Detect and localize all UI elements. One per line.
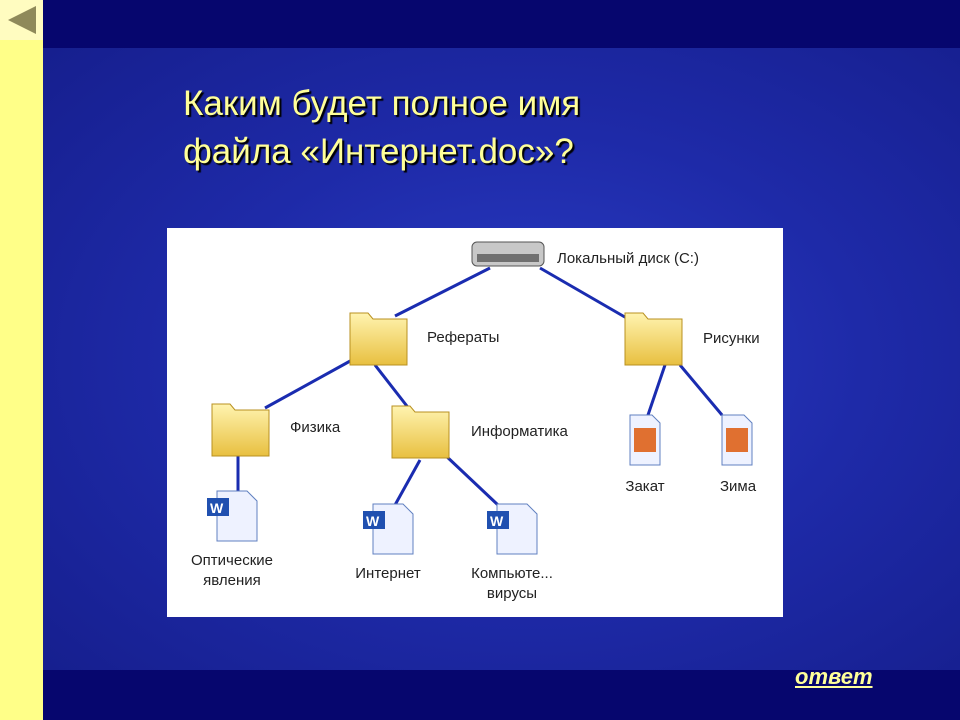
- answer-link[interactable]: ответ: [795, 664, 873, 689]
- drive-icon: [471, 241, 545, 267]
- svg-text:W: W: [366, 513, 380, 529]
- folder-tree-diagram: W W W Локальный диск (C:) Рефераты Рисун…: [167, 228, 783, 617]
- top-band: [43, 0, 960, 48]
- folder-label-informatika: Информатика: [471, 423, 568, 440]
- folder-icon: [391, 405, 450, 459]
- title-line-2: файла «Интернет.doc»?: [183, 132, 574, 171]
- folder-label-risunki: Рисунки: [703, 330, 760, 347]
- word-doc-icon: W: [487, 503, 538, 555]
- image-file-icon: [629, 414, 661, 466]
- word-doc-icon: W: [207, 490, 258, 542]
- left-bar: [0, 40, 43, 720]
- drive-label: Локальный диск (C:): [557, 250, 699, 267]
- triangle-left-icon: [8, 6, 36, 34]
- folder-icon: [349, 312, 408, 366]
- folder-label-referaty: Рефераты: [427, 329, 500, 346]
- file-label-line: вирусы: [486, 585, 538, 602]
- bottom-band: [43, 670, 960, 720]
- image-file-icon: [721, 414, 753, 466]
- svg-text:W: W: [210, 500, 224, 516]
- word-doc-icon: W: [363, 503, 414, 555]
- title-line-1: Каким будет полное имя: [183, 84, 581, 123]
- file-label-line: явления: [203, 572, 261, 589]
- file-label-line: Компьюте...: [471, 565, 553, 582]
- file-label-zima: Зима: [719, 478, 757, 495]
- file-label-line: Оптические: [191, 552, 273, 569]
- file-label-optics: Оптические явления: [177, 551, 287, 591]
- folder-icon: [624, 312, 683, 366]
- back-button[interactable]: [0, 0, 43, 40]
- folder-label-fizika: Физика: [290, 419, 341, 436]
- file-label-viruses: Компьюте... вирусы: [452, 564, 572, 604]
- tree-lines: W W W: [207, 241, 753, 555]
- page-title: Каким будет полное имя файла «Интернет.d…: [183, 80, 580, 176]
- file-label-zakat: Закат: [625, 478, 665, 495]
- file-label-internet: Интернет: [355, 565, 421, 582]
- folder-icon: [211, 403, 270, 457]
- svg-text:W: W: [490, 513, 504, 529]
